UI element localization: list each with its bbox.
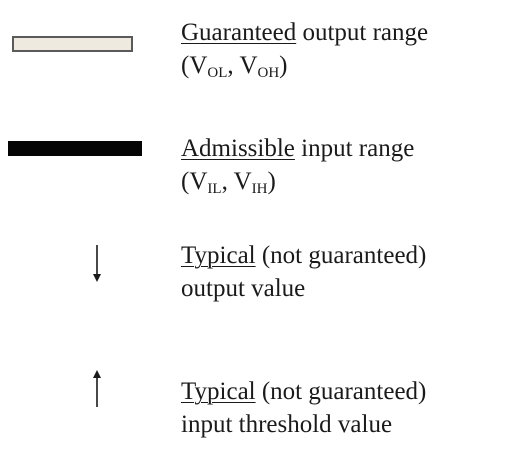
typical-input-title: Typical (not guaranteed): [181, 378, 427, 405]
input-range-symbols: (VIL, VIH): [181, 168, 276, 197]
up-arrow-icon: [93, 370, 101, 407]
input-range-title: Admissible input range: [181, 135, 415, 162]
typical-output-title: Typical (not guaranteed): [181, 242, 427, 269]
input-range-swatch: [8, 141, 142, 156]
input-range-label: Admissible input range (VIL, VIH): [181, 132, 414, 206]
output-range-swatch: [12, 36, 133, 52]
output-range-label: Guaranteed output range (VOL, VOH): [181, 16, 428, 90]
output-range-title: Guaranteed output range: [181, 19, 429, 46]
typical-output-label: Typical (not guaranteed) output value: [181, 239, 426, 305]
typical-input-label: Typical (not guaranteed) input threshold…: [181, 375, 426, 441]
down-arrow-icon: [93, 245, 101, 282]
output-range-symbols: (VOL, VOH): [181, 52, 288, 81]
typical-output-desc: output value: [181, 275, 306, 302]
typical-input-desc: input threshold value: [181, 411, 393, 438]
